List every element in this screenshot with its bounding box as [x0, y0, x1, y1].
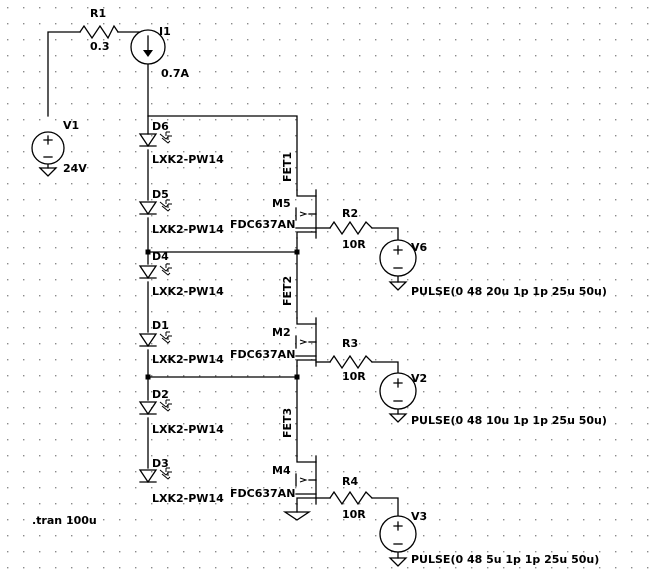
- led-d6[interactable]: D6 LXK2-PW14: [138, 120, 224, 166]
- i1-name: I1: [159, 25, 171, 38]
- mosfet-m4[interactable]: M4 FDC637AN: [230, 455, 317, 505]
- wires: [47, 31, 399, 559]
- resistor-r1[interactable]: R1 0.3: [79, 7, 119, 53]
- d1-name: D1: [152, 319, 169, 332]
- i1-value: 0.7A: [161, 67, 189, 80]
- v1-value: 24V: [63, 162, 87, 175]
- r4-value: 10R: [342, 508, 366, 521]
- led-d4[interactable]: D4 LXK2-PW14: [138, 250, 224, 298]
- v6-name: V6: [411, 241, 428, 254]
- resistor-r4[interactable]: R4 10R: [329, 475, 373, 521]
- m2-model: FDC637AN: [230, 348, 295, 361]
- m5-name: M5: [272, 197, 291, 210]
- d2-model: LXK2-PW14: [152, 423, 224, 436]
- r1-name: R1: [90, 7, 106, 20]
- voltage-source-v1[interactable]: V1 24V: [31, 119, 87, 175]
- v1-name: V1: [63, 119, 79, 132]
- led-d3[interactable]: D3 LXK2-PW14: [138, 457, 224, 505]
- spice-directive[interactable]: .tran 100u: [32, 514, 97, 527]
- v3-name: V3: [411, 510, 427, 523]
- m5-model: FDC637AN: [230, 218, 295, 231]
- resistor-r3[interactable]: R3 10R: [329, 337, 373, 383]
- m4-name: M4: [272, 464, 291, 477]
- r1-value: 0.3: [90, 40, 110, 53]
- ground-v1: [38, 167, 58, 177]
- d5-model: LXK2-PW14: [152, 223, 224, 236]
- v2-name: V2: [411, 372, 427, 385]
- led-d5[interactable]: D5 LXK2-PW14: [138, 188, 224, 236]
- mosfet-m5[interactable]: M5 FDC637AN: [230, 189, 317, 239]
- d6-model: LXK2-PW14: [152, 153, 224, 166]
- d4-name: D4: [152, 250, 169, 263]
- r3-value: 10R: [342, 370, 366, 383]
- ground-v3: [388, 557, 408, 567]
- voltage-source-v6[interactable]: V6 PULSE(0 48 20u 1p 1p 25u 50u): [379, 239, 607, 298]
- net-label-fet1: FET1: [281, 152, 294, 182]
- d3-model: LXK2-PW14: [152, 492, 224, 505]
- d3-name: D3: [152, 457, 169, 470]
- v6-value: PULSE(0 48 20u 1p 1p 25u 50u): [411, 285, 607, 298]
- junctions: [145, 249, 300, 380]
- voltage-source-v2[interactable]: V2 PULSE(0 48 10u 1p 1p 25u 50u): [379, 372, 607, 427]
- r2-value: 10R: [342, 238, 366, 251]
- mosfet-m2[interactable]: M2 FDC637AN: [230, 317, 317, 367]
- d2-name: D2: [152, 388, 169, 401]
- voltage-source-v3[interactable]: V3 PULSE(0 48 5u 1p 1p 25u 50u): [379, 510, 599, 566]
- m4-model: FDC637AN: [230, 487, 295, 500]
- d1-model: LXK2-PW14: [152, 353, 224, 366]
- d6-name: D6: [152, 120, 169, 133]
- d4-model: LXK2-PW14: [152, 285, 224, 298]
- current-source-i1[interactable]: I1 0.7A: [130, 25, 189, 80]
- ground-v2: [388, 413, 408, 423]
- resistor-r2[interactable]: R2 10R: [329, 207, 373, 251]
- ground-m4: [282, 511, 312, 521]
- d5-name: D5: [152, 188, 169, 201]
- v3-value: PULSE(0 48 5u 1p 1p 25u 50u): [411, 553, 599, 566]
- ground-v6: [388, 281, 408, 291]
- led-d1[interactable]: D1 LXK2-PW14: [138, 319, 224, 366]
- net-label-fet3: FET3: [281, 408, 294, 438]
- net-label-fet2: FET2: [281, 276, 294, 306]
- r4-name: R4: [342, 475, 358, 488]
- r2-name: R2: [342, 207, 358, 220]
- led-d2[interactable]: D2 LXK2-PW14: [138, 388, 224, 436]
- r3-name: R3: [342, 337, 358, 350]
- v2-value: PULSE(0 48 10u 1p 1p 25u 50u): [411, 414, 607, 427]
- m2-name: M2: [272, 326, 291, 339]
